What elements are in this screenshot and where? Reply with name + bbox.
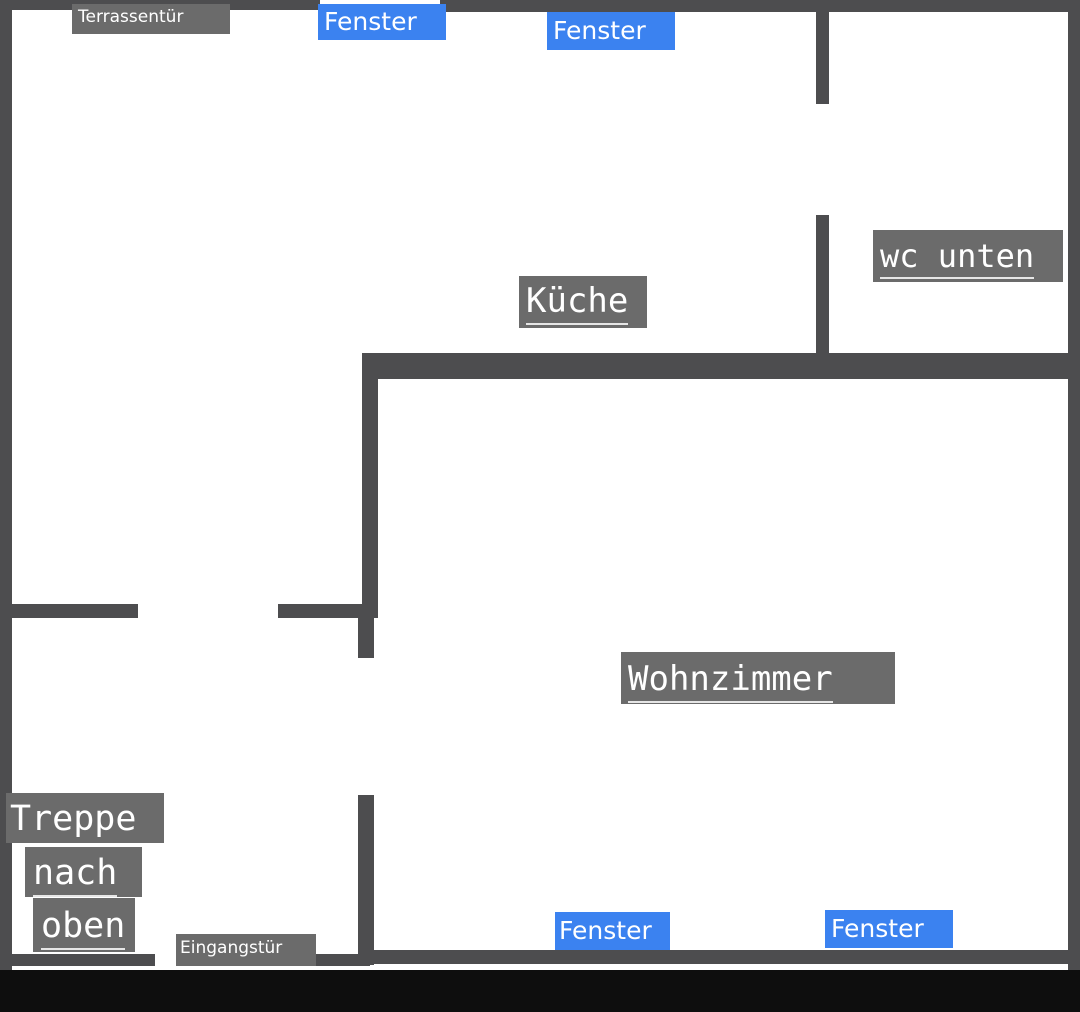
- room-label-wc: wc unten: [873, 230, 1063, 282]
- living-left-wall-stub: [358, 610, 374, 658]
- kitchen-living-wall: [362, 353, 1080, 379]
- living-left-wall-upper: [362, 353, 378, 618]
- room-label-stairs-line2: nach: [25, 847, 142, 897]
- outer-wall-bottom-mid: [300, 954, 370, 966]
- room-label-living: Wohnzimmer: [621, 652, 895, 704]
- outer-wall-right: [1068, 0, 1080, 970]
- window-label-top-right: Fenster: [547, 12, 675, 50]
- wc-wall-upper: [816, 0, 829, 104]
- outer-wall-bottom-left: [0, 954, 155, 966]
- room-label-stairs-line3: oben: [33, 898, 135, 952]
- floor-plan: Terrassentür Eingangstür Fenster Fenster…: [0, 0, 1080, 970]
- outer-wall-bottom-right: [360, 950, 1080, 964]
- entrance-door-label: Eingangstür: [176, 934, 316, 966]
- terrace-door-label: Terrassentür: [72, 4, 230, 34]
- wc-wall-lower: [816, 215, 829, 365]
- hall-wall-left: [0, 604, 138, 618]
- window-label-top-left: Fenster: [318, 4, 446, 40]
- room-label-stairs-line1: Treppe: [6, 793, 164, 843]
- window-label-bottom-right: Fenster: [825, 910, 953, 948]
- hall-wall-right: [278, 604, 374, 618]
- room-label-kitchen: Küche: [519, 276, 647, 328]
- window-label-bottom-left: Fenster: [555, 912, 670, 950]
- outer-wall-left: [0, 0, 12, 970]
- outer-wall-top-right: [440, 0, 1080, 12]
- bottom-bar: [0, 970, 1080, 1012]
- living-left-wall-lower: [358, 795, 374, 965]
